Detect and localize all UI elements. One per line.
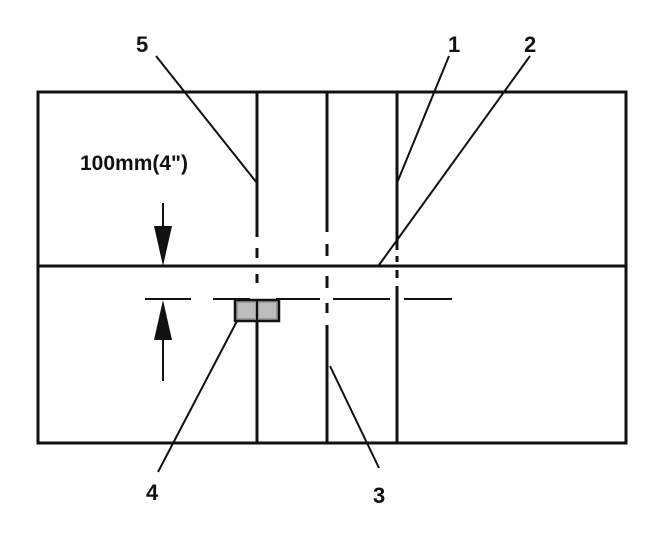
callout-2: 2 (524, 32, 536, 57)
dimension-label: 100mm(4") (80, 152, 188, 175)
callout-4: 4 (146, 480, 159, 505)
leader-line-4 (157, 320, 238, 473)
dimension-arrow-down (154, 203, 172, 266)
leader-line-5 (155, 55, 258, 184)
spacer-block (233, 298, 281, 323)
callout-5: 5 (136, 32, 148, 57)
leader-line-2 (378, 55, 531, 266)
callout-1: 1 (448, 32, 460, 57)
leader-line-1 (396, 55, 450, 184)
leader-line-3 (329, 365, 380, 469)
dimension-arrow-up (154, 300, 172, 381)
callout-3: 3 (373, 483, 385, 508)
